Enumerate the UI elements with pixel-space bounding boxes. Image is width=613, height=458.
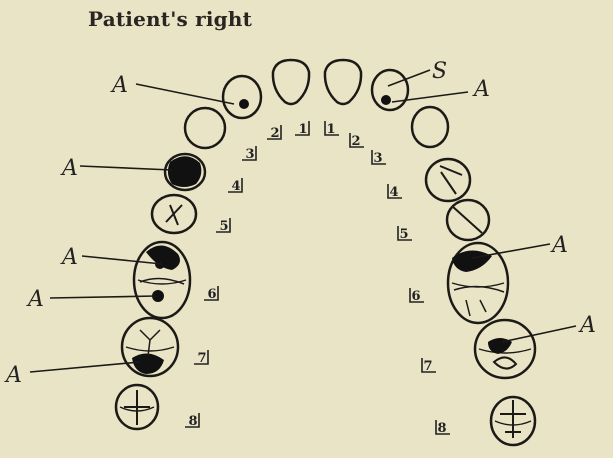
annotation-a-r7: A bbox=[4, 362, 140, 388]
svg-text:S: S bbox=[432, 59, 447, 84]
tooth-number-r5: 5 bbox=[216, 218, 230, 234]
tooth-r7 bbox=[122, 318, 178, 376]
tooth-l4 bbox=[426, 159, 470, 201]
tooth-l7 bbox=[475, 320, 535, 378]
svg-text:A: A bbox=[26, 287, 44, 312]
tooth-number-l3: 3 bbox=[372, 150, 386, 166]
annotation-a-l7: A bbox=[502, 313, 596, 342]
svg-text:A: A bbox=[60, 156, 78, 181]
tooth-number-r7: 7 bbox=[194, 350, 208, 366]
tooth-number-l2: 2 bbox=[350, 133, 364, 149]
svg-text:A: A bbox=[472, 77, 490, 102]
svg-text:A: A bbox=[578, 313, 596, 338]
tooth-l3 bbox=[412, 107, 448, 147]
svg-text:A: A bbox=[60, 245, 78, 270]
tooth-r8 bbox=[116, 385, 158, 429]
annotation-a-r4: A bbox=[60, 156, 172, 181]
tooth-l1 bbox=[325, 60, 361, 104]
tooth-number-r6: 6 bbox=[204, 286, 218, 302]
tooth-l2 bbox=[372, 70, 408, 110]
tooth-r5 bbox=[152, 195, 196, 233]
tooth-number-r4: 4 bbox=[228, 178, 242, 194]
tooth-l6 bbox=[448, 243, 508, 323]
teeth-layer bbox=[116, 60, 535, 445]
tooth-number-l7: 7 bbox=[422, 358, 436, 374]
svg-text:A: A bbox=[110, 73, 128, 98]
tooth-number-r1: 1 bbox=[295, 121, 309, 137]
annotation-a-r2: A bbox=[110, 73, 234, 104]
svg-text:A: A bbox=[550, 233, 568, 258]
tooth-number-l4: 4 bbox=[388, 184, 402, 200]
tooth-r1 bbox=[273, 60, 309, 104]
tooth-r4 bbox=[165, 154, 205, 190]
tooth-number-l8: 8 bbox=[436, 420, 450, 436]
svg-text:A: A bbox=[4, 363, 22, 388]
tooth-number-r8: 8 bbox=[185, 413, 199, 429]
tooth-number-r3: 3 bbox=[242, 146, 256, 162]
tooth-number-r2: 2 bbox=[267, 125, 281, 141]
tooth-l8 bbox=[491, 397, 535, 445]
tooth-number-l5: 5 bbox=[398, 226, 412, 242]
tooth-number-l1: 1 bbox=[325, 121, 339, 137]
tooth-r2 bbox=[223, 76, 261, 118]
tooth-r3 bbox=[185, 108, 225, 148]
tooth-r6 bbox=[134, 242, 190, 318]
tooth-l5 bbox=[447, 200, 489, 240]
annotation-a-r6: A bbox=[26, 287, 156, 312]
tooth-number-l6: 6 bbox=[410, 288, 424, 304]
